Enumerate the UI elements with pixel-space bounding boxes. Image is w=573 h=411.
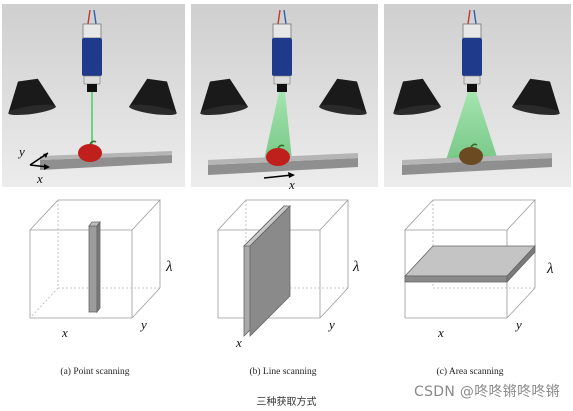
area-scanning-cube [404, 199, 536, 319]
cube-b-lambda-label: λ [353, 259, 360, 275]
cube-b-y-label: y [329, 317, 335, 332]
cube-b-x-label: x [236, 335, 242, 350]
point-scanning-cube [29, 199, 161, 319]
caption-area-scanning: (c) Area scanning [436, 367, 504, 377]
cube-a-y-label: y [141, 317, 147, 332]
area-beam [446, 92, 498, 160]
point-scanning-scene [4, 9, 181, 170]
lamp-right-icon [318, 76, 371, 118]
figure-caption: 三种获取方式 [256, 397, 317, 408]
photo-axis-x-label: x [37, 171, 43, 186]
line-scanning-scene [196, 9, 371, 179]
line-beam [264, 92, 292, 160]
watermark: CSDN @咚咚锵咚咚锵 [414, 384, 560, 400]
point-voxel-column [88, 225, 98, 313]
line-scanning-cube [217, 199, 349, 337]
camera-icon [461, 9, 483, 93]
line-motion-x-label: x [289, 177, 295, 192]
lamp-left-icon [4, 76, 57, 118]
cube-c-lambda-label: λ [547, 261, 554, 277]
cube-c-y-label: y [516, 317, 522, 332]
camera-icon [81, 9, 103, 93]
apple-icon [459, 147, 483, 165]
lamp-right-icon [511, 76, 564, 118]
cube-c-x-label: x [438, 325, 444, 340]
motion-arrow [263, 174, 293, 179]
lamp-left-icon [389, 76, 442, 118]
caption-point-scanning: (a) Point scanning [60, 367, 130, 377]
lamp-right-icon [128, 76, 181, 118]
photo-axis-y-label: y [19, 144, 25, 159]
area-scanning-scene [389, 9, 564, 175]
camera-icon [271, 9, 293, 93]
caption-line-scanning: (b) Line scanning [249, 367, 317, 377]
apple-icon [266, 148, 290, 166]
stage-slab [208, 158, 358, 175]
cube-a-x-label: x [62, 325, 68, 340]
lamp-left-icon [196, 76, 249, 118]
cube-a-lambda-label: λ [166, 259, 173, 275]
stage-slab [402, 158, 552, 175]
apple-icon [78, 144, 102, 162]
